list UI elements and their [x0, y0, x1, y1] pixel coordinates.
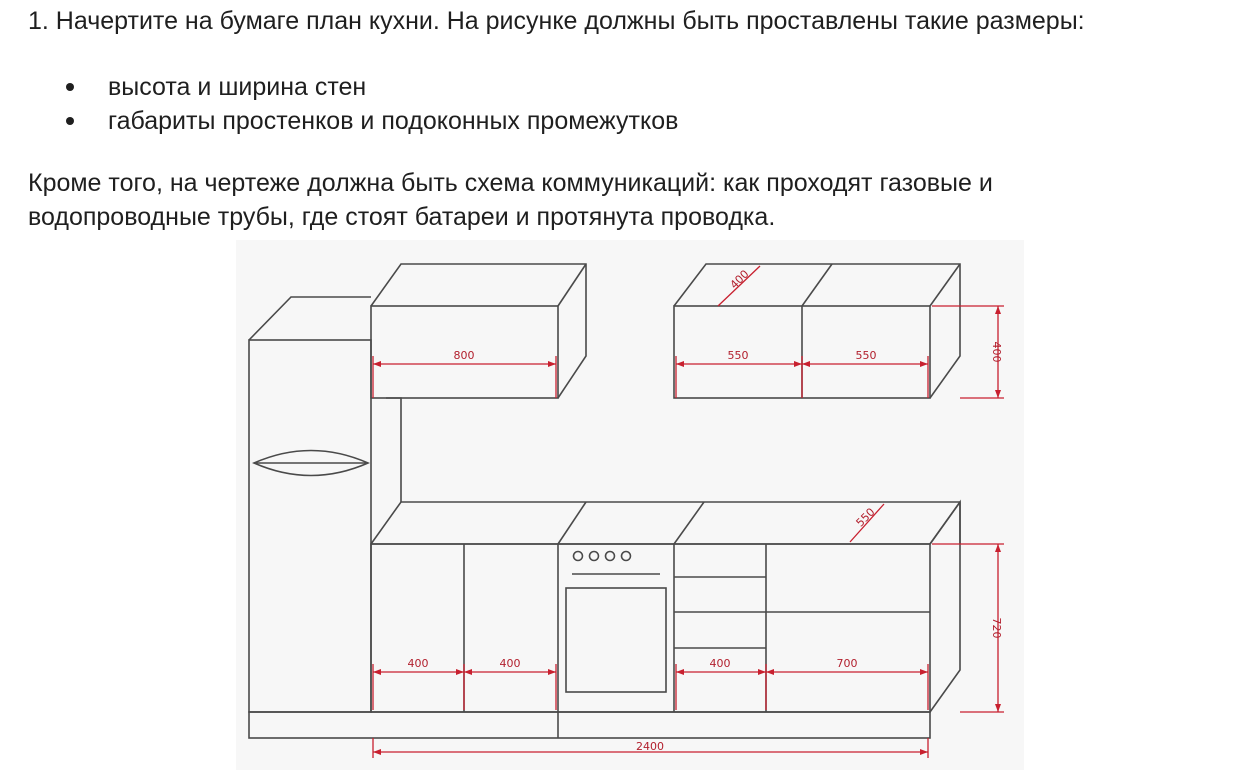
upper-right-top-divider — [801, 263, 833, 307]
countertop-divider-1 — [557, 501, 587, 545]
burner-knob-2 — [588, 550, 600, 562]
dim-counter-depth — [849, 503, 885, 543]
burner-knob-1 — [572, 550, 584, 562]
plinth — [248, 711, 931, 739]
dim-label-base-height: 720 — [990, 618, 1003, 639]
backsplash-wall — [386, 397, 402, 502]
fridge-top — [248, 296, 371, 341]
stove — [565, 550, 667, 693]
wall-edge — [386, 397, 402, 502]
upper-left-edge — [557, 263, 587, 307]
dim-label-upper-left: 800 — [454, 349, 475, 362]
list-item: габариты простенков и подоконных промежу… — [28, 104, 678, 138]
dim-label-base-1: 400 — [408, 657, 429, 670]
plinth-base — [248, 711, 931, 739]
burner-knob-3 — [604, 550, 616, 562]
dim-label-base-3: 400 — [710, 657, 731, 670]
countertop-divider-2 — [673, 501, 705, 545]
drawing-background — [236, 240, 1024, 770]
base-side — [929, 499, 961, 713]
communications-paragraph: Кроме того, на чертеже должна быть схема… — [28, 169, 993, 231]
list-item: высота и ширина стен — [28, 70, 678, 104]
upper-left-cabinet — [370, 263, 587, 399]
dim-label-upper-height: 400 — [990, 342, 1003, 363]
kitchen-sketch: 800 550 550 400 400 550 720 400 400 400 … — [236, 240, 1024, 770]
dimension-arrows — [373, 306, 1001, 755]
instruction-step: 1. Начертите на бумаге план кухни. На ри… — [28, 7, 1085, 35]
kitchen-drawing: 800 550 550 400 400 550 720 400 400 400 … — [236, 240, 1024, 770]
burner-knob-4 — [620, 550, 632, 562]
dim-label-upper-right-2: 550 — [856, 349, 877, 362]
dim-upper-depth — [717, 265, 761, 307]
size-list: высота и ширина стен габариты простенков… — [28, 70, 678, 138]
dim-label-upper-right-1: 550 — [728, 349, 749, 362]
dim-label-base-4: 700 — [837, 657, 858, 670]
upper-right-edge — [929, 263, 961, 307]
oven-door — [565, 587, 667, 693]
dim-label-total: 2400 — [636, 740, 664, 753]
dim-label-base-2: 400 — [500, 657, 521, 670]
upper-left-front — [370, 305, 559, 399]
